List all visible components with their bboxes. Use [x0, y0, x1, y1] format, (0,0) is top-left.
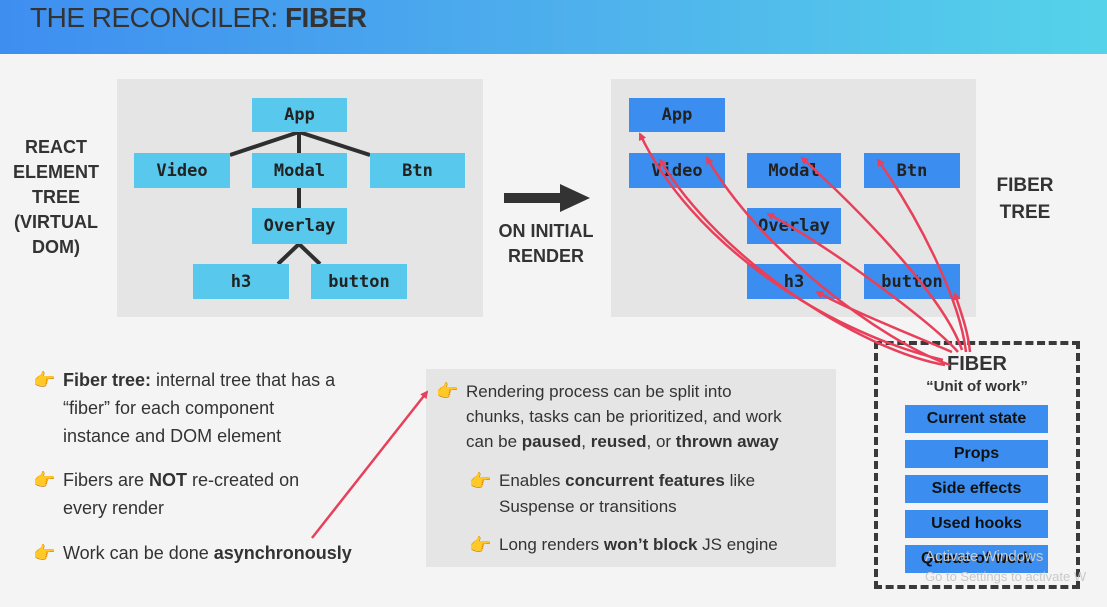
activate-windows-watermark: Activate Windows: [925, 548, 1044, 565]
pointing-hand-icon: 👉: [469, 535, 492, 555]
fiber-item-props: Props: [905, 440, 1048, 468]
fiber-node-video: Video: [629, 153, 725, 188]
react-node-btn: Btn: [370, 153, 465, 188]
pointing-hand-icon: 👉: [469, 471, 492, 491]
fiber-item-used-hooks: Used hooks: [905, 510, 1048, 538]
bullet-async-work: 👉 Work can be done asynchronously: [33, 539, 403, 567]
sub-bullet-concurrent: 👉 Enables concurrent features like Suspe…: [469, 468, 829, 520]
fiber-tree-label: FIBER TREE: [996, 175, 1054, 223]
page-title: THE RECONCILER: FIBER: [30, 2, 367, 33]
initial-render-label: ON INITIAL RENDER: [498, 221, 594, 266]
header-bar: THE RECONCILER: FIBER: [0, 0, 1107, 54]
pointing-hand-icon: 👉: [436, 381, 459, 401]
fiber-node-h3: h3: [747, 264, 841, 299]
fiber-node-button: button: [864, 264, 960, 299]
fiber-node-btn: Btn: [864, 153, 960, 188]
fiber-node-modal: Modal: [747, 153, 841, 188]
react-node-modal: Modal: [252, 153, 347, 188]
react-node-video: Video: [134, 153, 230, 188]
fiber-box-title: FIBER: [947, 353, 1007, 375]
react-node-button: button: [311, 264, 407, 299]
fiber-item-current-state: Current state: [905, 405, 1048, 433]
rendering-process-box: [426, 369, 836, 567]
bullet-fiber-tree: 👉 Fiber tree: internal tree that has a “…: [33, 366, 403, 450]
fiber-item-side-effects: Side effects: [905, 475, 1048, 503]
react-node-overlay: Overlay: [252, 208, 347, 244]
fiber-node-app: App: [629, 98, 725, 132]
pointing-hand-icon: 👉: [33, 543, 56, 563]
react-node-h3: h3: [193, 264, 289, 299]
bullet-rendering-process: 👉 Rendering process can be split into ch…: [436, 381, 782, 451]
pointing-hand-icon: 👉: [33, 370, 56, 390]
fiber-node-overlay: Overlay: [747, 208, 841, 244]
bullet-fibers-not-recreated: 👉 Fibers are NOT re-created on every ren…: [33, 466, 403, 522]
sub-bullet-long-renders: 👉 Long renders won’t block JS engine: [469, 532, 829, 558]
activate-windows-hint: Go to Settings to activate W: [925, 569, 1087, 584]
react-tree-label: REACT ELEMENT TREE (VIRTUAL DOM): [12, 137, 99, 257]
fiber-item-queue-of-work: Queue of work: [905, 545, 1048, 573]
pointing-hand-icon: 👉: [33, 470, 56, 490]
fiber-box-subtitle: “Unit of work”: [926, 378, 1028, 395]
react-node-app: App: [252, 98, 347, 132]
